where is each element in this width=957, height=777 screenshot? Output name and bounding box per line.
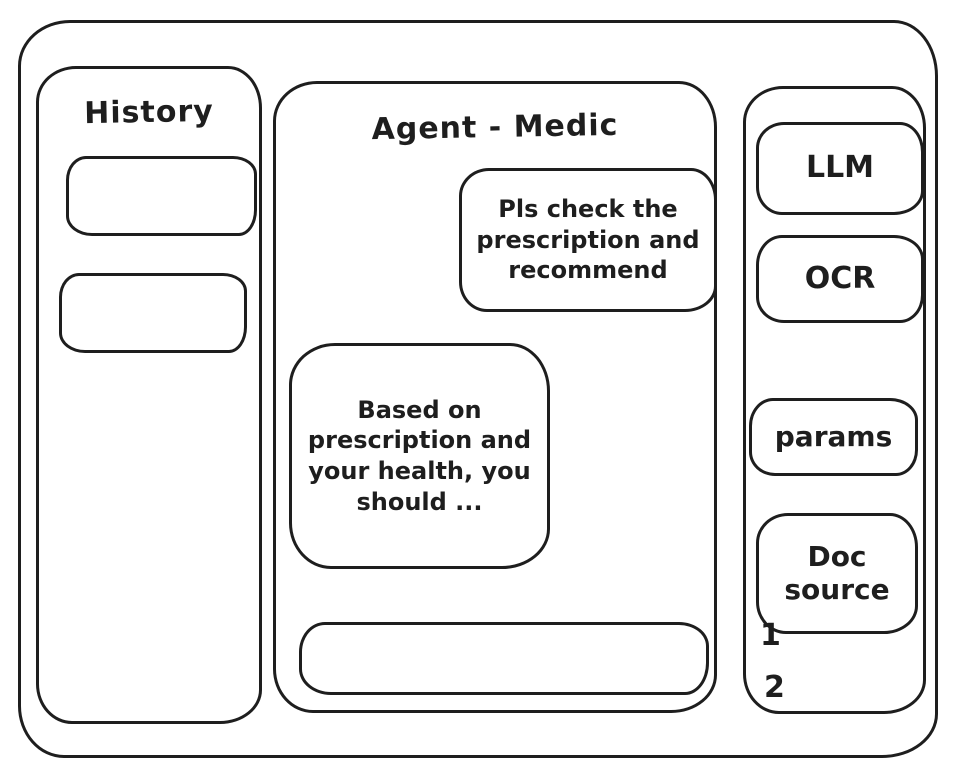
- history-item[interactable]: [66, 156, 257, 236]
- params-button[interactable]: params: [749, 398, 918, 476]
- app-window: History Agent - Medic Pls check the pres…: [18, 20, 938, 758]
- chat-message-agent-text: Based on prescription and your health, y…: [307, 395, 532, 516]
- chat-message-agent: Based on prescription and your health, y…: [289, 343, 550, 569]
- doc-source-button[interactable]: Doc source: [756, 513, 918, 634]
- doc-source-item[interactable]: 1: [760, 618, 781, 653]
- history-panel: History: [36, 66, 262, 724]
- history-panel-title: History: [83, 93, 215, 132]
- doc-source-item[interactable]: 2: [764, 670, 785, 705]
- chat-message-user-text: Pls check the prescription and recommend: [476, 194, 700, 285]
- chat-message-user: Pls check the prescription and recommend: [459, 168, 717, 312]
- llm-button[interactable]: LLM: [756, 122, 924, 215]
- ocr-button[interactable]: OCR: [756, 235, 924, 323]
- chat-panel: Agent - Medic Pls check the prescription…: [273, 81, 717, 713]
- chat-panel-title: Agent - Medic: [371, 107, 619, 148]
- history-item[interactable]: [59, 273, 247, 353]
- chat-input[interactable]: [299, 622, 709, 695]
- tools-panel: LLM OCR params Doc source 1 2: [743, 86, 926, 714]
